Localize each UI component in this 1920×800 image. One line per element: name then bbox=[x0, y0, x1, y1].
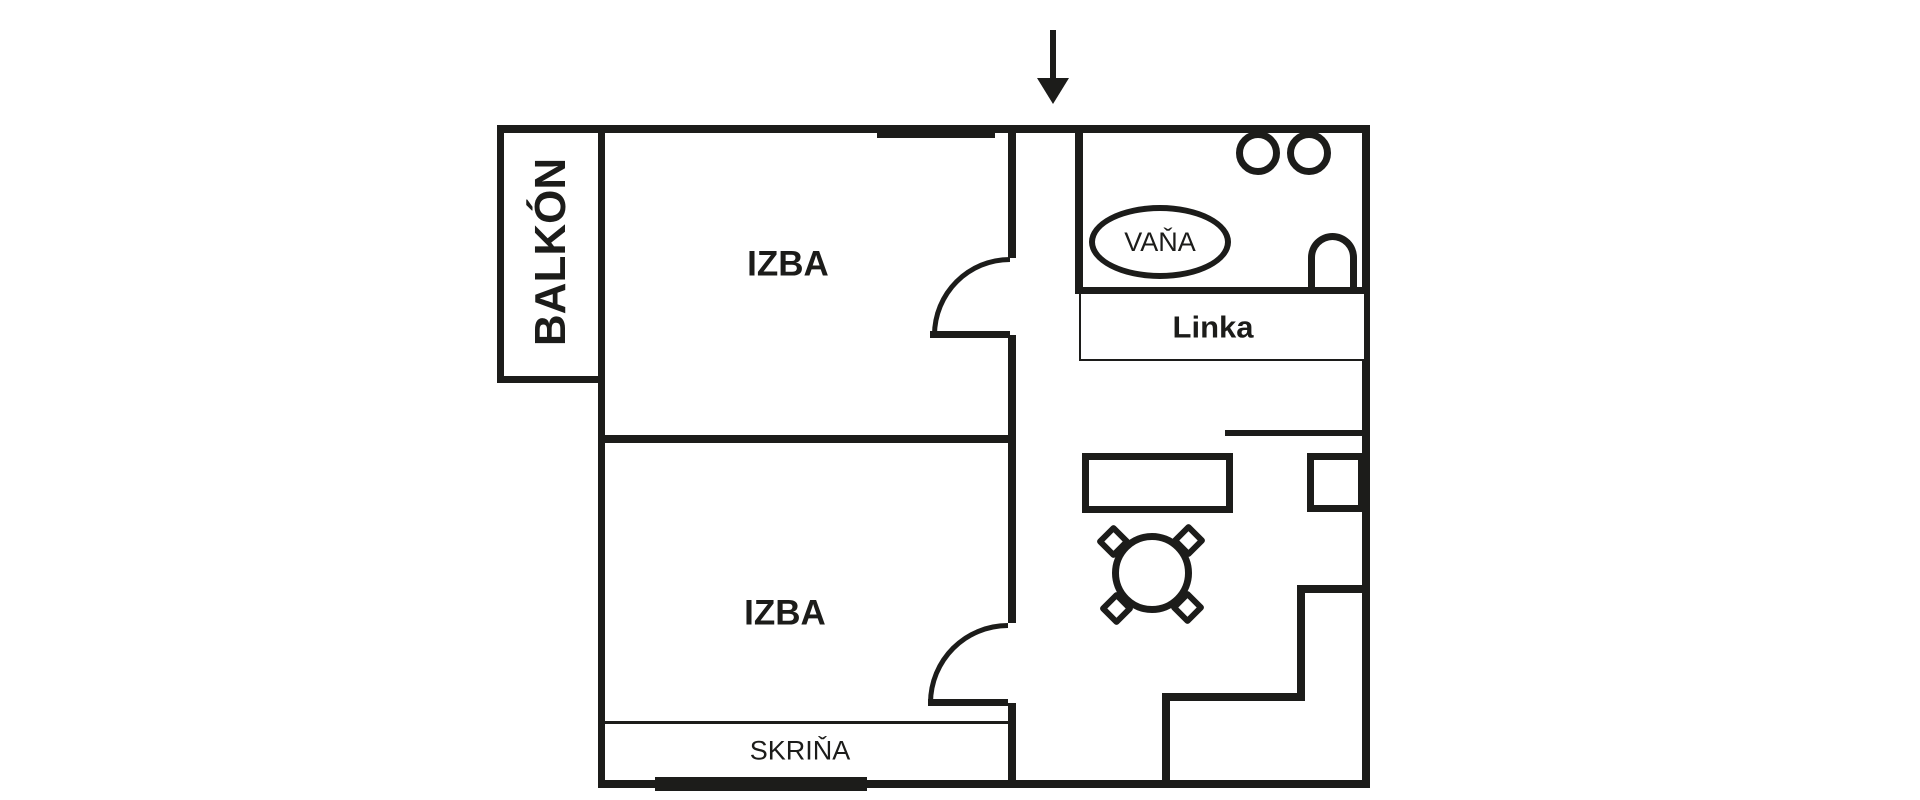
wardrobe-divider-line bbox=[605, 721, 1008, 724]
entrance-arrow-icon bbox=[1050, 30, 1056, 82]
kitchen-unit-label: Linka bbox=[1172, 309, 1254, 345]
wardrobe-label: SKRIŇA bbox=[749, 735, 851, 766]
entrance-arrow-head-icon bbox=[1037, 78, 1069, 104]
basin-icon-left bbox=[1236, 131, 1280, 175]
wall-right bbox=[1362, 125, 1370, 788]
side-cabinet-icon bbox=[1307, 453, 1365, 512]
wall-balcony-bottom bbox=[497, 376, 605, 383]
counter-table-icon bbox=[1082, 453, 1233, 513]
wall-stair-horizontal-2 bbox=[1297, 585, 1368, 593]
bathtub-label: VAŇA bbox=[1124, 226, 1196, 257]
wall-corridor-left-middle bbox=[1008, 335, 1016, 623]
wall-bathroom-bottom bbox=[1075, 287, 1368, 294]
bathtub-icon: VAŇA bbox=[1089, 205, 1231, 279]
wall-bottom bbox=[598, 780, 1368, 788]
wall-bathroom-left bbox=[1075, 125, 1083, 293]
door-arc-lower-room bbox=[928, 623, 1008, 703]
wall-corridor-left-upper bbox=[1008, 125, 1016, 258]
wall-stair-horizontal-1 bbox=[1162, 693, 1305, 701]
wall-bottom-band bbox=[655, 777, 867, 791]
wall-stair-vertical-1 bbox=[1162, 693, 1170, 780]
room-upper-label: IZBA bbox=[747, 244, 829, 284]
basin-icon-right bbox=[1287, 131, 1331, 175]
wall-top-window-band bbox=[877, 132, 995, 138]
wall-top bbox=[497, 125, 1368, 133]
wall-kitchen-stub bbox=[1225, 430, 1368, 436]
wall-corridor-left-lower bbox=[1008, 703, 1016, 780]
wall-balcony-left bbox=[497, 125, 504, 383]
wall-stair-vertical-2 bbox=[1297, 585, 1305, 701]
door-arc-upper-room bbox=[932, 257, 1010, 335]
room-lower-label: IZBA bbox=[744, 593, 826, 633]
toilet-icon bbox=[1308, 233, 1357, 287]
kitchen-unit-box bbox=[1079, 292, 1366, 361]
wall-room-divider bbox=[605, 435, 1008, 443]
wall-left bbox=[598, 125, 605, 788]
balcony-label: BALKÓN bbox=[526, 157, 575, 347]
